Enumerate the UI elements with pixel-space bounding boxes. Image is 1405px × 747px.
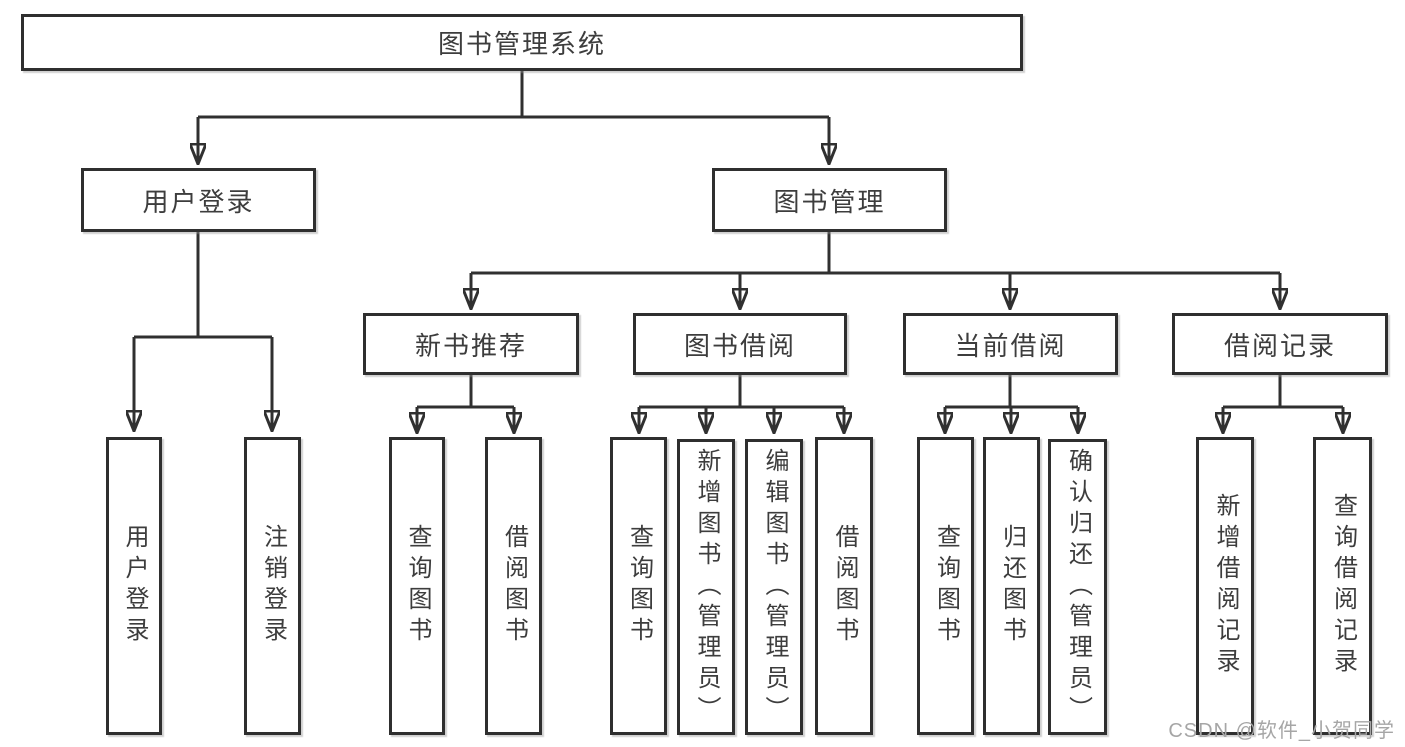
leaf-edit-books-admin-label: 编辑图书（管理员） (761, 447, 788, 727)
node-book-management-label: 图书管理 (773, 186, 886, 217)
leaf-add-borrow-record: 新增借阅记录 (1196, 437, 1254, 735)
node-new-book-recommendation: 新书推荐 (363, 313, 579, 375)
leaf-query-books-borrowing: 查询图书 (610, 437, 667, 735)
leaf-borrow-books-borrowing-label: 借阅图书 (831, 524, 858, 648)
leaf-return-books-label: 归还图书 (998, 524, 1026, 648)
node-book-borrowing: 图书借阅 (633, 313, 847, 375)
leaf-return-books: 归还图书 (983, 437, 1040, 735)
leaf-query-borrow-record-label: 查询借阅记录 (1329, 493, 1357, 679)
leaf-borrow-books-borrowing: 借阅图书 (815, 437, 873, 735)
node-current-borrowing-label: 当前借阅 (954, 330, 1067, 361)
node-root: 图书管理系统 (21, 14, 1023, 71)
leaf-edit-books-admin: 编辑图书（管理员） (745, 439, 803, 735)
leaf-logout: 注销登录 (244, 437, 301, 735)
leaf-query-borrow-record: 查询借阅记录 (1313, 437, 1372, 735)
leaf-confirm-return-admin-label: 确认归还（管理员） (1064, 447, 1092, 727)
node-user-login: 用户登录 (81, 168, 316, 232)
node-current-borrowing: 当前借阅 (903, 313, 1118, 375)
node-borrowing-records: 借阅记录 (1172, 313, 1388, 375)
node-root-label: 图书管理系统 (437, 29, 606, 59)
leaf-user-login: 用户登录 (106, 437, 162, 735)
node-book-borrowing-label: 图书借阅 (683, 330, 796, 361)
leaf-query-books-current-label: 查询图书 (932, 524, 960, 648)
node-borrowing-records-label: 借阅记录 (1223, 330, 1336, 361)
leaf-add-books-admin-label: 新增图书（管理员） (693, 447, 720, 727)
leaf-confirm-return-admin: 确认归还（管理员） (1048, 439, 1107, 735)
csdn-watermark: CSDN @软件_小贺同学 (1168, 720, 1395, 742)
leaf-borrow-books-recommend: 借阅图书 (485, 437, 542, 735)
leaf-borrow-books-recommend-label: 借阅图书 (500, 524, 528, 648)
leaf-query-books-borrowing-label: 查询图书 (625, 524, 653, 648)
leaf-logout-label: 注销登录 (259, 524, 287, 648)
leaf-user-login-label: 用户登录 (121, 524, 148, 648)
node-book-management: 图书管理 (712, 168, 947, 232)
leaf-add-books-admin: 新增图书（管理员） (677, 439, 735, 735)
leaf-query-books-current: 查询图书 (917, 437, 974, 735)
node-user-login-label: 用户登录 (142, 186, 255, 217)
node-new-book-recommendation-label: 新书推荐 (414, 330, 527, 361)
leaf-query-books-recommend: 查询图书 (389, 437, 445, 735)
leaf-query-books-recommend-label: 查询图书 (404, 524, 431, 648)
leaf-add-borrow-record-label: 新增借阅记录 (1212, 493, 1239, 679)
